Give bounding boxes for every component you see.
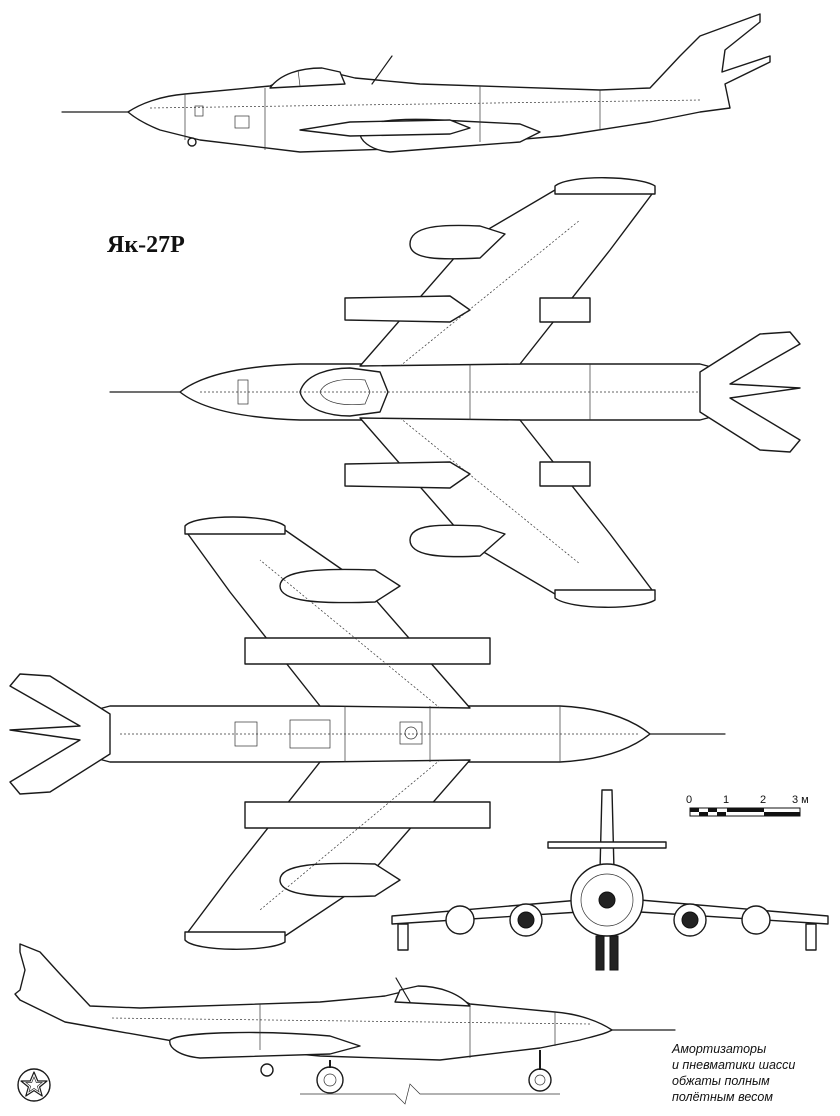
scale-label-1: 1: [723, 794, 729, 806]
note-line-4: полётным весом: [672, 1090, 773, 1104]
star-emblem: [17, 1068, 51, 1102]
plan-view-top: [109, 177, 801, 608]
scale-bar: 0 1 2 3 м: [686, 794, 809, 817]
plan-view-bottom: [9, 516, 726, 950]
note-line-1: Амортизаторы: [672, 1042, 767, 1056]
front-view: [391, 789, 829, 971]
scale-label-0: 0: [686, 794, 692, 806]
note-line-3: обжаты полным: [672, 1074, 770, 1088]
scale-label-2: 2: [760, 794, 766, 806]
side-view-top: [61, 13, 771, 153]
aircraft-title: Як-27Р: [107, 232, 185, 258]
scale-label-3: 3 м: [792, 794, 809, 806]
gear-note: Амортизаторы и пневматики шасси обжаты п…: [672, 1041, 836, 1105]
note-line-2: и пневматики шасси: [672, 1058, 796, 1072]
side-view-bottom: [14, 943, 676, 1105]
